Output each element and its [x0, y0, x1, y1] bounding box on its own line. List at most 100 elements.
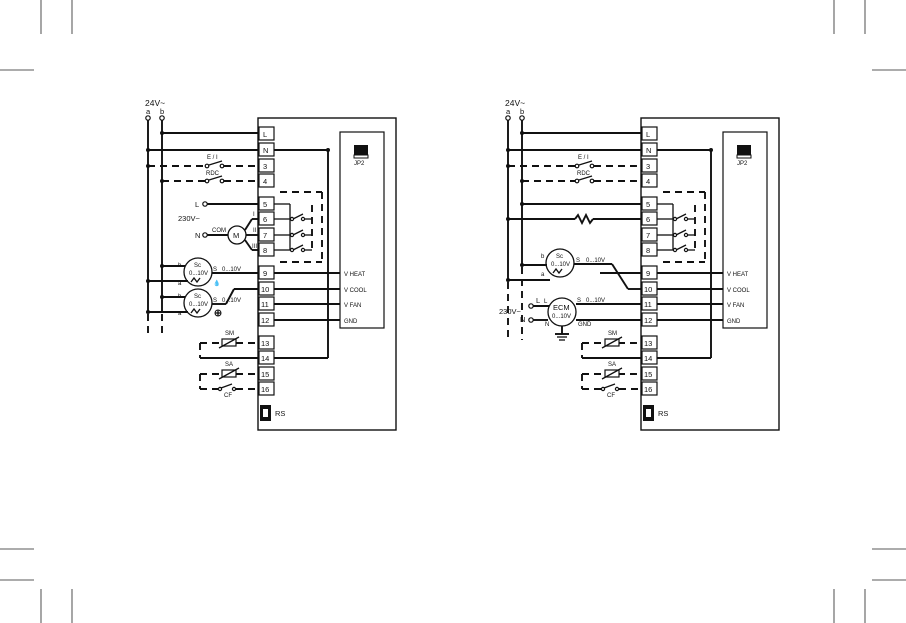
sc-pin-a: a [541, 272, 545, 278]
terminal-9: 9 [646, 269, 650, 278]
output-v-heat: V HEAT [727, 272, 749, 278]
terminal-7: 7 [263, 231, 267, 240]
line-label: L [536, 296, 540, 305]
phase-a-label: a [506, 107, 511, 116]
sc-pin-s: S [576, 258, 580, 264]
ecm-gnd: GND [578, 322, 592, 328]
com-label: COM [212, 228, 226, 234]
output-gnd: GND [727, 319, 741, 325]
sc-2-pin-a: a [178, 311, 182, 317]
ecm-label: ECM [553, 303, 570, 312]
rdc-label: RDC [577, 171, 591, 177]
mains-label: 230V~ [499, 307, 522, 316]
terminal-10: 10 [644, 285, 652, 294]
terminal-4: 4 [646, 177, 650, 186]
motor-label: M [233, 231, 239, 240]
terminal-11: 11 [644, 300, 652, 309]
sc-signal-range: 0...10V [586, 258, 605, 264]
speed-3-label: III [252, 244, 257, 250]
sc-1-pin-s: S [213, 267, 217, 273]
rs-label: RS [658, 409, 668, 418]
terminal-strip: L N 3 4 5 6 7 8 9 10 11 12 13 1 [258, 126, 285, 421]
output-v-fan: V FAN [344, 303, 361, 309]
terminal-14: 14 [644, 354, 652, 363]
sc-1-pin-a: a [178, 281, 182, 287]
output-v-heat: V HEAT [344, 272, 366, 278]
terminal-5: 5 [646, 200, 650, 209]
output-v-cool: V COOL [344, 288, 367, 294]
sc-actuator [545, 248, 575, 278]
sm-label: SM [225, 331, 234, 337]
ecm-pin-s: S [577, 298, 581, 304]
sc-1-range: 0...10V [189, 271, 208, 277]
sc-2-label: Sc [194, 294, 201, 300]
terminal-6: 6 [263, 215, 267, 224]
terminal-N: N [646, 146, 651, 155]
sc-2-signal-range: 0...10V [222, 298, 241, 304]
sc-range: 0...10V [551, 262, 570, 268]
output-v-fan: V FAN [727, 303, 744, 309]
terminal-3: 3 [263, 162, 267, 171]
controller-box [640, 117, 780, 431]
speed-2-label: II [253, 228, 257, 234]
sc-label: Sc [556, 254, 563, 260]
sc-1-label: Sc [194, 263, 201, 269]
terminal-10: 10 [261, 285, 269, 294]
supply-a-terminal [145, 115, 151, 121]
neutral-label: N [520, 315, 525, 324]
controller-box [257, 117, 397, 431]
terminal-13: 13 [644, 339, 652, 348]
output-gnd: GND [344, 319, 358, 325]
ei-label: E / I [207, 155, 218, 161]
jp2-jumper-icon [737, 145, 751, 155]
terminal-7: 7 [646, 231, 650, 240]
rdc-label: RDC [206, 171, 220, 177]
terminal-12: 12 [261, 316, 269, 325]
sc-pin-b: b [541, 254, 545, 260]
jp2-label: JP2 [354, 161, 365, 167]
sm-label: SM [608, 331, 617, 337]
sc-actuator-2 [183, 288, 213, 318]
jp2-jumper-icon [354, 145, 368, 155]
terminal-4: 4 [263, 177, 267, 186]
ei-label: E / I [578, 155, 589, 161]
speed-1-label: I [253, 212, 255, 218]
terminal-8: 8 [263, 246, 267, 255]
output-module [722, 131, 768, 329]
ecm-pin-n: N [545, 322, 549, 328]
sa-label: SA [225, 362, 233, 368]
terminal-15: 15 [261, 370, 269, 379]
terminal-15: 15 [644, 370, 652, 379]
ecm-pin-l: L [544, 299, 548, 305]
phase-b-label: b [160, 107, 164, 116]
resistor-icon [574, 212, 594, 226]
terminal-L: L [263, 130, 267, 139]
terminal-6: 6 [646, 215, 650, 224]
supply-label: 24V~ [145, 98, 165, 108]
terminal-strip: L N 3 4 5 6 7 8 9 10 11 12 13 1 [641, 126, 668, 421]
sc-1-signal-range: 0...10V [222, 267, 241, 273]
terminal-L: L [646, 130, 650, 139]
ecm-range: 0...10V [552, 314, 571, 320]
terminal-11: 11 [261, 300, 269, 309]
line-label: L [195, 200, 199, 209]
terminal-N: N [263, 146, 268, 155]
terminal-16: 16 [261, 385, 269, 394]
ecm-signal-range: 0...10V [586, 298, 605, 304]
heat-drop-icon: 💧 [213, 279, 220, 287]
mains-label: 230V~ [178, 214, 201, 223]
cf-label: CF [224, 393, 232, 399]
terminal-8: 8 [646, 246, 650, 255]
terminal-14: 14 [261, 354, 269, 363]
rs-label: RS [275, 409, 285, 418]
sc-2-range: 0...10V [189, 302, 208, 308]
sc-2-pin-s: S [213, 298, 217, 304]
jp2-label: JP2 [737, 161, 748, 167]
phase-b-label: b [520, 107, 524, 116]
sa-label: SA [608, 362, 616, 368]
terminal-3: 3 [646, 162, 650, 171]
neutral-label: N [195, 231, 200, 240]
terminal-9: 9 [263, 269, 267, 278]
right-diagram: 24V~ a b JP2 L N 3 4 5 6 7 [499, 98, 780, 431]
